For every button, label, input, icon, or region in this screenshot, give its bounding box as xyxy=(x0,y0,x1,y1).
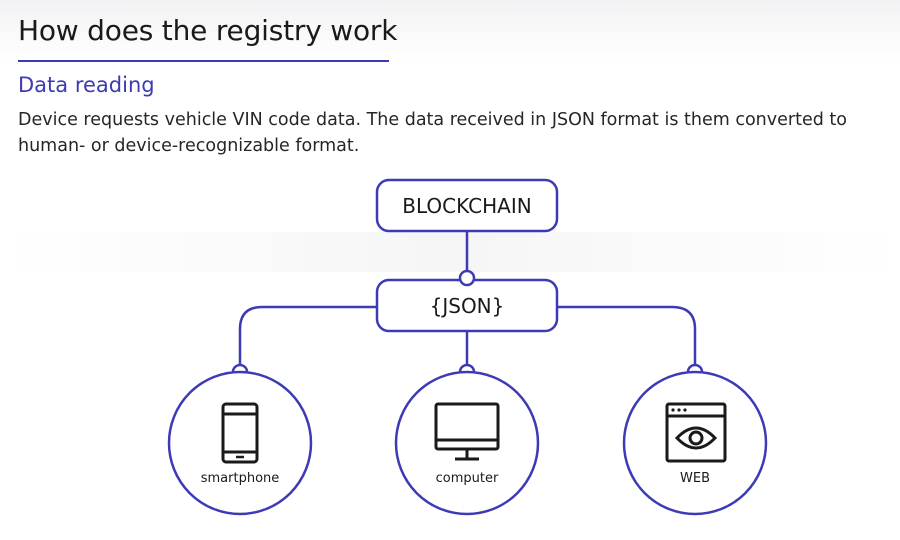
web-node: WEB xyxy=(622,370,768,516)
connector-json-web xyxy=(557,305,697,366)
connectors xyxy=(238,231,697,366)
smartphone-label: smartphone xyxy=(201,471,280,486)
background-watermark xyxy=(0,232,900,272)
description-text: Device requests vehicle VIN code data. T… xyxy=(18,110,847,156)
blockchain-node: BLOCKCHAIN xyxy=(375,178,559,233)
title-underline xyxy=(18,60,389,62)
section-subtitle: Data reading xyxy=(18,73,155,97)
page-title: How does the registry work xyxy=(18,14,398,47)
blockchain-label: BLOCKCHAIN xyxy=(402,194,531,218)
browser-eye-icon xyxy=(665,402,727,463)
web-label: WEB xyxy=(680,471,710,486)
computer-node: computer xyxy=(394,370,540,516)
connector-json-smartphone xyxy=(238,305,378,366)
computer-label: computer xyxy=(436,471,499,486)
smartphone-node: smartphone xyxy=(167,370,313,516)
smartphone-icon xyxy=(221,402,259,464)
json-node: {JSON} xyxy=(375,278,559,333)
dot-json-top xyxy=(458,269,476,287)
monitor-icon xyxy=(434,402,500,461)
json-label: {JSON} xyxy=(430,294,505,318)
